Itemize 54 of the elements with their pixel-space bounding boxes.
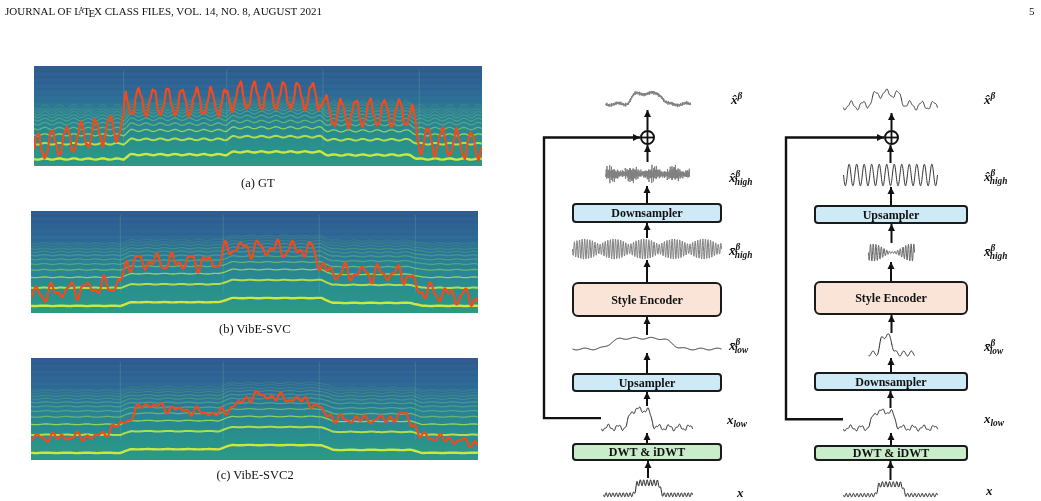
signal-label: x̂$^{β}$ bbox=[731, 92, 743, 108]
arrow bbox=[644, 109, 651, 131]
waveform-plot bbox=[868, 333, 915, 358]
arrow bbox=[643, 352, 651, 374]
arrow bbox=[887, 144, 894, 164]
process-box: Upsampler bbox=[572, 373, 722, 392]
arrow bbox=[887, 261, 895, 282]
process-box: DWT & iDWT bbox=[814, 445, 968, 461]
waveform-plot bbox=[603, 478, 693, 498]
arrow bbox=[643, 185, 651, 204]
waveform-plot bbox=[868, 243, 915, 262]
waveform-plot bbox=[605, 88, 691, 110]
arrow bbox=[644, 144, 651, 163]
arrow bbox=[887, 432, 895, 446]
signal-label: x$_{low}$ bbox=[727, 412, 747, 428]
summation-circle bbox=[884, 130, 899, 145]
arrow bbox=[888, 223, 895, 244]
figure-caption: (c) VibE-SVC2 bbox=[216, 468, 294, 483]
arrow bbox=[887, 460, 894, 481]
arrow bbox=[888, 112, 895, 131]
waveform-plot bbox=[601, 406, 693, 433]
arrow bbox=[887, 186, 895, 206]
process-box: Style Encoder bbox=[814, 281, 968, 315]
summation-circle bbox=[640, 130, 655, 145]
arrow bbox=[643, 316, 651, 336]
process-box: Upsampler bbox=[814, 205, 968, 224]
waveform-plot bbox=[843, 88, 938, 113]
arrow bbox=[643, 259, 651, 283]
arrow bbox=[887, 390, 894, 409]
page-number: 5 bbox=[1029, 5, 1035, 18]
arrow bbox=[643, 222, 651, 239]
waveform-plot bbox=[572, 238, 722, 260]
arrow bbox=[887, 357, 895, 373]
process-box: Downsampler bbox=[814, 372, 968, 391]
waveform-plot bbox=[843, 408, 938, 433]
signal-label: x$_{low}$ bbox=[984, 411, 1004, 427]
arrow bbox=[643, 391, 651, 407]
waveform-plot bbox=[572, 335, 722, 353]
arrow bbox=[644, 460, 652, 479]
waveform-plot bbox=[843, 163, 938, 187]
figure-caption: (b) VibE-SVC bbox=[219, 322, 291, 337]
arrow bbox=[643, 432, 651, 444]
figure-caption: (a) GT bbox=[241, 176, 275, 191]
process-box: Downsampler bbox=[572, 203, 722, 223]
signal-label: x bbox=[986, 483, 993, 499]
process-box: Style Encoder bbox=[572, 282, 722, 317]
arrow bbox=[888, 314, 895, 334]
signal-label: x bbox=[737, 485, 744, 501]
waveform-plot bbox=[605, 162, 690, 186]
skip-connection-arrow bbox=[542, 134, 640, 420]
waveform-plot bbox=[843, 480, 938, 498]
skip-connection-arrow bbox=[784, 134, 884, 421]
process-box: DWT & iDWT bbox=[572, 443, 722, 461]
signal-label: x̂$^{β}$ bbox=[984, 92, 996, 108]
